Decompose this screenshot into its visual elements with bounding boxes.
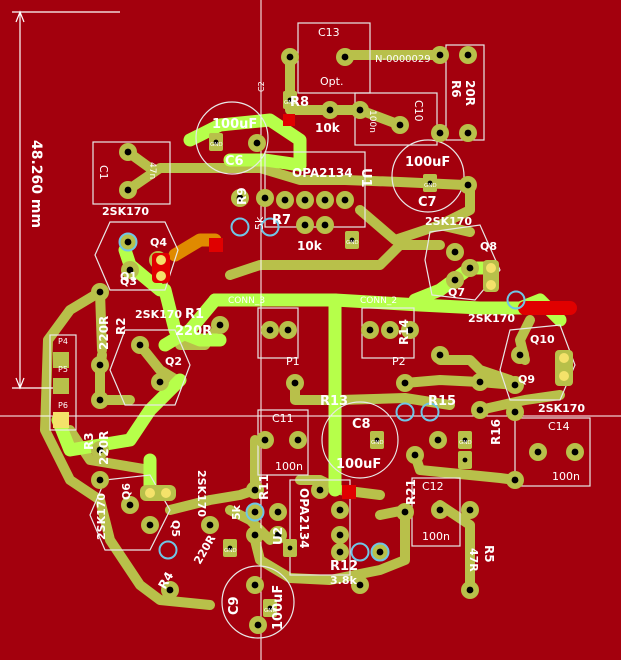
connector-pads	[53, 114, 573, 501]
label-r8: R8	[290, 95, 309, 110]
value-c12: 100n	[422, 530, 450, 543]
label-r1: R1	[185, 307, 204, 322]
label-c1: C1	[97, 165, 110, 180]
label-q8: Q8	[480, 240, 497, 253]
label-c14: C14	[548, 420, 570, 433]
value-q5: 2SK170	[195, 470, 208, 517]
gnd-label: GND	[346, 240, 359, 246]
label-r16: R16	[489, 419, 503, 445]
label-r5: R5	[482, 545, 496, 563]
value-r12: 3.8k	[330, 574, 357, 587]
gnd-label: GND	[210, 142, 223, 148]
label-c2: C2	[257, 81, 266, 92]
value-q9: 2SK170	[538, 402, 585, 415]
label-r13: R13	[320, 394, 348, 409]
value-r11: 5k	[230, 504, 243, 520]
label-r15: R15	[428, 394, 456, 409]
label-p5: P5	[58, 365, 68, 374]
value-c6: 100uF	[212, 117, 257, 132]
label-r7: R7	[272, 213, 291, 228]
gnd-label: GND	[224, 548, 237, 554]
value-r2: 220R	[97, 316, 111, 350]
label-q10: Q10	[530, 333, 555, 346]
label-c11: C11	[272, 412, 294, 425]
label-q5: Q5	[169, 520, 182, 537]
label-r9: R9	[235, 187, 249, 205]
label-conn3: CONN_3	[228, 296, 265, 306]
gnd-labels: GND GND GND GND GND GND GND GND	[210, 100, 472, 614]
label-p4: P4	[58, 337, 68, 346]
label-r3: R3	[82, 432, 96, 450]
value-u1: OPA2134	[292, 166, 353, 180]
value-r7: 10k	[297, 239, 323, 253]
label-q9: Q9	[518, 373, 535, 386]
dimension-line	[12, 10, 120, 390]
value-r3: 220R	[97, 431, 111, 465]
label-c6: C6	[225, 154, 244, 169]
label-q7: Q7	[448, 286, 465, 299]
label-u1: U1	[358, 168, 373, 188]
value-c7: 100uF	[405, 155, 450, 170]
value-c11: 100n	[275, 460, 303, 473]
label-c9: C9	[227, 596, 242, 615]
label-p2: P2	[392, 355, 406, 368]
value-r1: 220R	[175, 324, 212, 339]
label-c10: C10	[412, 100, 425, 122]
label-c8: C8	[352, 417, 371, 432]
value-q7: 2SK170	[468, 312, 515, 325]
value-r8: 10k	[315, 121, 341, 135]
label-c13: C13	[318, 26, 340, 39]
value-r9: 5k	[253, 216, 266, 230]
gnd-label: GND	[424, 183, 437, 189]
value-u2: OPA2134	[297, 488, 311, 549]
label-r21: R21	[404, 479, 418, 505]
label-q6: Q6	[120, 483, 133, 500]
value-q4: 2SK170	[102, 205, 149, 218]
label-r14: R14	[397, 319, 411, 345]
label-r11: R11	[257, 474, 271, 500]
label-q3: Q3	[120, 275, 137, 288]
label-r2: R2	[114, 317, 128, 335]
gnd-label: GND	[371, 440, 384, 446]
value-c8: 100uF	[336, 457, 381, 472]
value-c1: 47n	[147, 162, 157, 179]
gnd-label: GND	[264, 608, 277, 614]
value-r5: 47R	[467, 548, 480, 572]
gnd-label: GND	[284, 100, 297, 106]
label-p1: P1	[286, 355, 300, 368]
copper-tracks	[40, 50, 577, 610]
value-q6: 2SK170	[95, 493, 108, 540]
net-label: N-0000029	[375, 54, 431, 65]
label-u2: U2	[271, 527, 285, 545]
gnd-label: GND	[459, 440, 472, 446]
label-conn2: CONN_2	[360, 296, 397, 306]
label-c12: C12	[422, 480, 444, 493]
value-c9: 100uF	[271, 585, 286, 630]
dimension-label: 48.260 mm	[28, 140, 44, 228]
value-r6: 20R	[463, 80, 477, 106]
label-q4: Q4	[150, 236, 167, 249]
label-r12: R12	[330, 559, 358, 574]
value-q8: 2SK170	[425, 215, 472, 228]
label-q1: Q1	[120, 270, 137, 283]
value-q3: 2SK170	[135, 308, 182, 321]
value-c14: 100n	[552, 470, 580, 483]
label-c7: C7	[418, 195, 437, 210]
label-p6: P6	[58, 401, 68, 410]
label-q2: Q2	[165, 355, 182, 368]
label-opt: Opt.	[320, 75, 343, 88]
value-c10: 100n	[367, 110, 377, 133]
label-r6: R6	[449, 80, 463, 98]
